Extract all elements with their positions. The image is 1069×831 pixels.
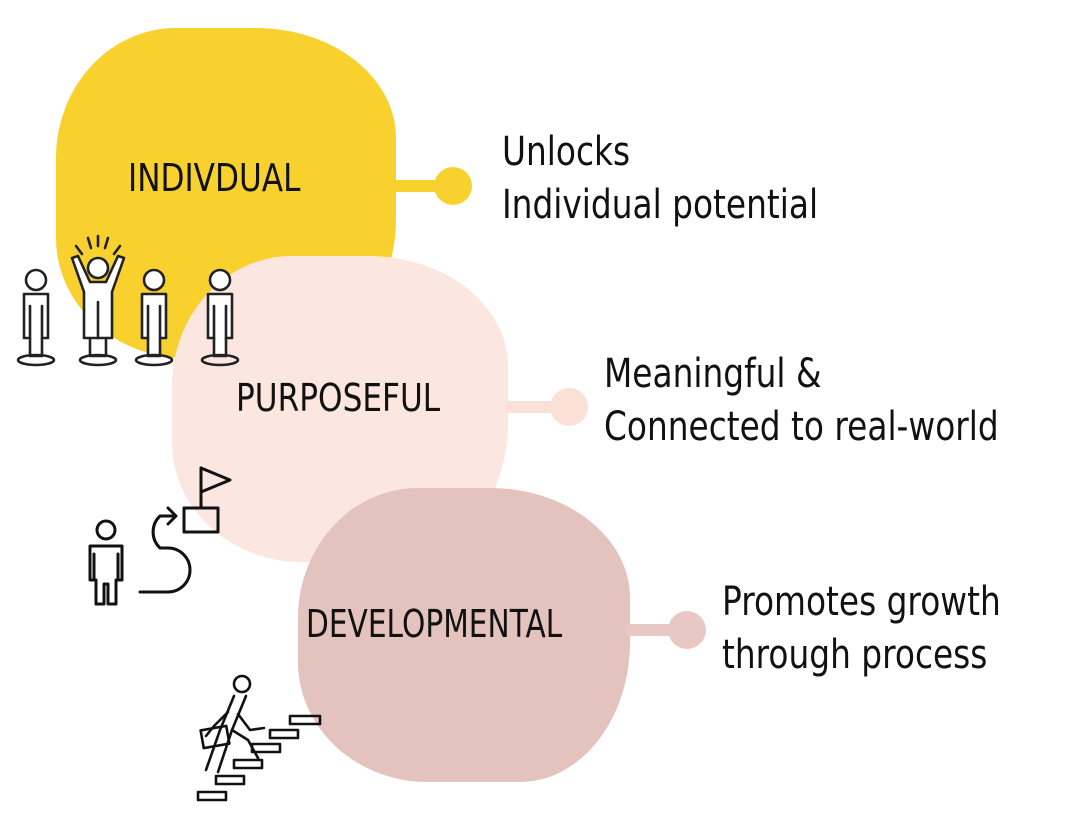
connector-dot-developmental (668, 611, 706, 649)
description-line: Unlocks (502, 129, 631, 175)
person-climbing-stairs-icon (196, 674, 322, 802)
description-line: Promotes growth (722, 579, 1001, 625)
stage-description-individual: Unlocks Individual potential (502, 126, 818, 232)
stage-description-purposeful: Meaningful & Connected to real-world (604, 348, 999, 454)
stage-label-developmental: DEVELOPMENTAL (306, 602, 563, 646)
description-line: Meaningful & (604, 351, 822, 397)
stage-label-purposeful: PURPOSEFUL (236, 376, 441, 420)
connector-dot-individual (434, 167, 472, 205)
people-celebrating-icon (16, 234, 240, 367)
connector-dot-purposeful (550, 388, 588, 426)
description-line: Connected to real-world (604, 404, 999, 450)
stage-label-individual: INDIVDUAL (128, 156, 301, 200)
description-line: through process (722, 632, 988, 678)
developmental-shape (298, 488, 630, 782)
description-line: Individual potential (502, 182, 819, 228)
stage-description-developmental: Promotes growth through process (722, 576, 1001, 682)
person-path-to-goal-flag-icon (88, 466, 232, 606)
